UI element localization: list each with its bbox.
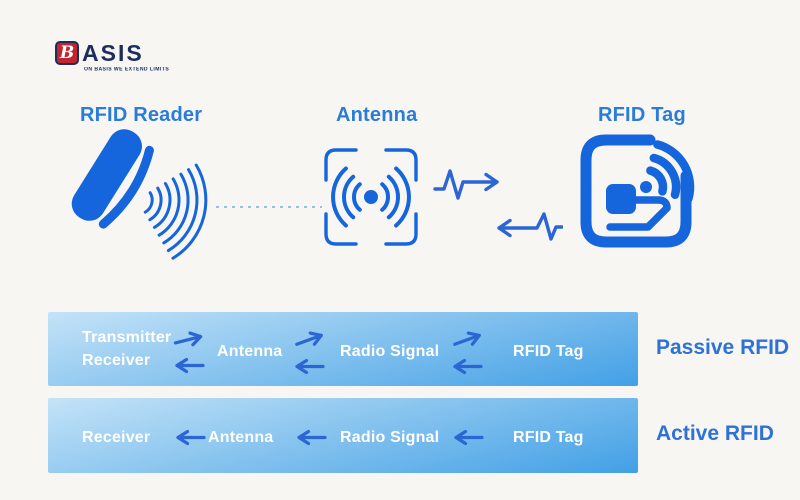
passive-rfid-label: Passive RFID — [656, 336, 790, 359]
arrow-left-icon — [295, 429, 327, 446]
arrow-left-icon — [173, 357, 205, 374]
passive-rfid-tag-label: RFID Tag — [513, 343, 584, 360]
arrow-right-icon — [450, 326, 486, 353]
passive-antenna-label: Antenna — [217, 343, 283, 360]
rfid-reader-icon — [71, 129, 208, 260]
passive-flow-bar: Transmitter Receiver Antenna Radio Signa… — [48, 312, 638, 386]
brand-mark-icon: B — [55, 41, 79, 65]
active-receiver-label: Receiver — [82, 429, 151, 446]
zigzag-signal-left-icon — [497, 212, 563, 241]
signal-waves-icon — [143, 163, 208, 260]
brand-logo: B ASIS ON BASIS WE EXTEND LIMITS — [55, 41, 184, 73]
arrow-left-icon — [174, 429, 206, 446]
rfid-tag-icon — [580, 134, 695, 248]
active-flow-bar: Receiver Antenna Radio Signal RFID Tag — [48, 398, 638, 473]
brand-tagline: ON BASIS WE EXTEND LIMITS — [84, 67, 170, 73]
heading-rfid-tag: RFID Tag — [598, 104, 686, 126]
passive-radio-signal-label: Radio Signal — [340, 343, 440, 360]
arrow-left-icon — [451, 358, 483, 375]
broadcast-arcs-icon — [331, 166, 411, 228]
wifi-arcs-icon — [646, 140, 695, 203]
active-radio-signal-label: Radio Signal — [340, 429, 440, 446]
heading-antenna: Antenna — [336, 104, 418, 126]
active-rfid-tag-label: RFID Tag — [513, 429, 584, 446]
arrow-left-icon — [293, 358, 325, 375]
passive-receiver-label: Receiver — [82, 352, 151, 369]
brand-name: ASIS — [82, 39, 144, 66]
corner-brackets-icon — [324, 148, 418, 246]
antenna-icon — [324, 148, 418, 246]
arrow-right-icon — [171, 327, 206, 351]
active-antenna-label: Antenna — [208, 429, 274, 446]
arrow-right-icon — [292, 326, 328, 353]
heading-rfid-reader: RFID Reader — [80, 104, 203, 126]
chip-icon — [606, 184, 636, 214]
arrow-left-icon — [452, 429, 484, 446]
active-rfid-label: Active RFID — [656, 422, 774, 445]
dashed-connector-line — [216, 206, 322, 208]
zigzag-signal-right-icon — [433, 169, 499, 200]
passive-transmitter-label: Transmitter — [82, 329, 172, 346]
brand-logo-row: B ASIS — [55, 41, 184, 65]
